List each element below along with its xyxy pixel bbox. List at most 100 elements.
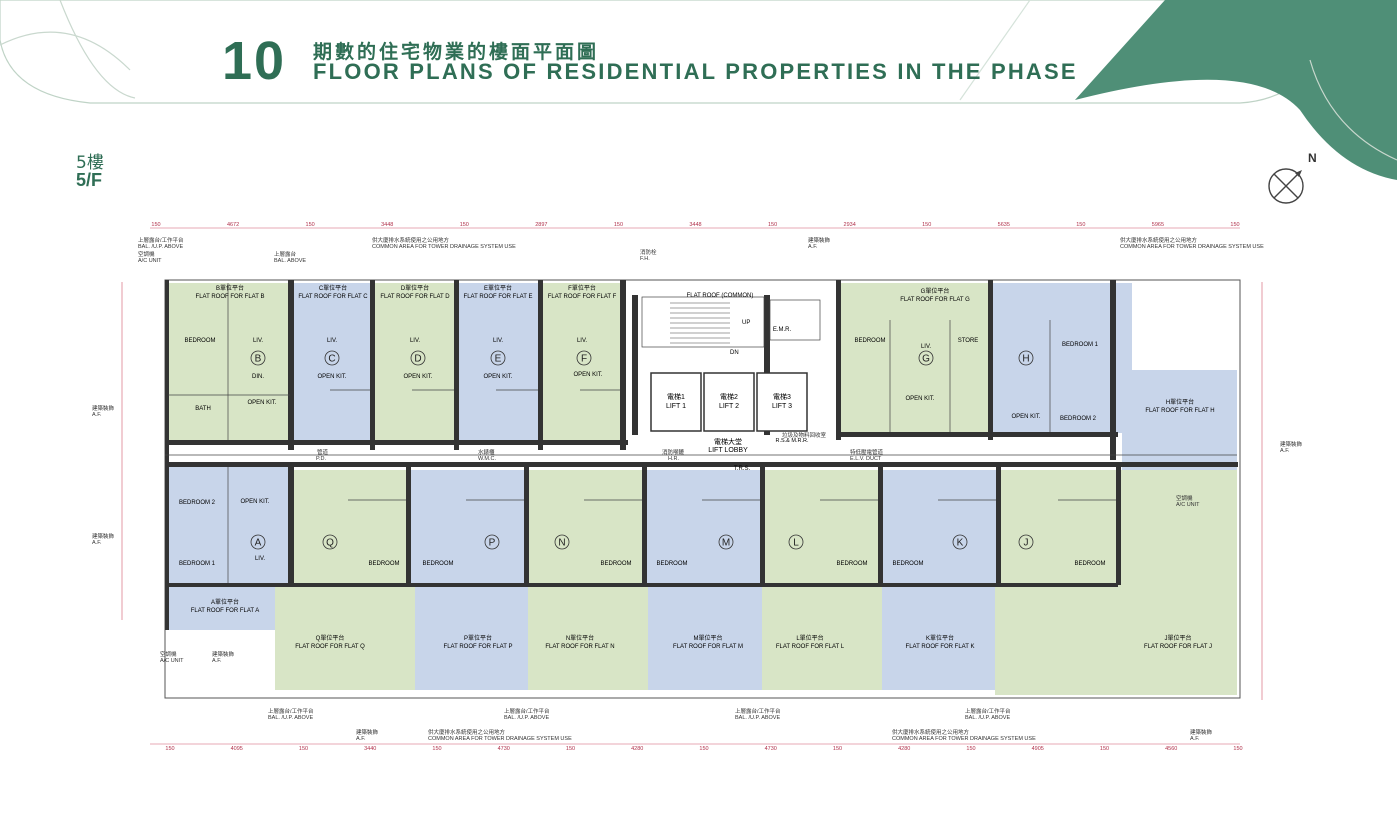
callout-ac-en-3: A/C UNIT — [1176, 502, 1200, 508]
room-store-g: STORE — [958, 338, 979, 344]
top-dims-value: 150 — [306, 222, 315, 228]
room-liv-g: LIV. — [921, 344, 931, 350]
callout-wmc-en: W.M.C. — [478, 456, 496, 462]
room-bedroom-n: BEDROOM — [600, 561, 631, 567]
callout-ac-zh-3: 空調機 — [1176, 494, 1193, 502]
callout-wmc-zh: 水錶櫃 — [478, 448, 495, 456]
svg-text:H: H — [1022, 354, 1029, 365]
room-liv-a: LIV. — [255, 556, 265, 562]
callout-af-en-7: A.F. — [1280, 448, 1290, 454]
flat-roof-k-en: FLAT ROOF FOR FLAT K — [906, 644, 975, 650]
flat-roof-n-en: FLAT ROOF FOR FLAT N — [545, 644, 614, 650]
flat-roof-p-zh: P單位平台 — [464, 634, 492, 642]
callout-bal-above-zh: 上層露台 — [274, 250, 297, 258]
callout-pd-zh: 管道 — [317, 448, 329, 456]
callout-bal-zh-2: 上層露台/工作平台 — [268, 707, 314, 715]
flat-roof-d-en: FLAT ROOF FOR FLAT D — [380, 294, 450, 300]
svg-text:M: M — [722, 538, 730, 549]
bottom-dims-value: 4905 — [1032, 746, 1044, 752]
svg-text:P: P — [489, 538, 496, 549]
lift-3-en: LIFT 3 — [772, 403, 792, 410]
unit-j-label: J — [1018, 534, 1034, 550]
room-bedroom-j: BEDROOM — [1074, 561, 1105, 567]
callout-common-zh-4: 供大廈排水系統使用之公用地方 — [892, 728, 970, 736]
callout-ac-zh-1: 空調機 — [138, 250, 155, 258]
lift-1-zh: 電梯1 — [667, 392, 685, 401]
svg-text:F: F — [581, 354, 587, 365]
trs-label: T.R.S. — [734, 466, 751, 472]
callout-common-zh-1: 供大廈排水系統使用之公用地方 — [372, 236, 450, 244]
bottom-dims-value: 150 — [432, 746, 441, 752]
room-kit-e: OPEN KIT. — [483, 374, 512, 380]
room-kit-c: OPEN KIT. — [317, 374, 346, 380]
bottom-dims-value: 150 — [165, 746, 174, 752]
flat-roof-f-en: FLAT ROOF FOR FLAT F — [548, 294, 617, 300]
callout-af-zh-3: 建築裝飾 — [92, 532, 115, 540]
flat-roof-n-zh: N單位平台 — [566, 634, 594, 642]
bottom-dims-value: 150 — [833, 746, 842, 752]
top-dims-value: 150 — [768, 222, 777, 228]
callout-common-zh-3: 供大廈排水系統使用之公用地方 — [428, 728, 506, 736]
callout-bal-en-2: BAL. /U.P. ABOVE — [268, 715, 313, 721]
callout-common-en-4: COMMON AREA FOR TOWER DRAINAGE SYSTEM US… — [892, 736, 1036, 742]
room-bedroom-l: BEDROOM — [836, 561, 867, 567]
unit-e-label: E — [490, 350, 506, 366]
bottom-dims-value: 150 — [1100, 746, 1109, 752]
room-bedroom-b: BEDROOM — [184, 338, 215, 344]
room-bedroom-m: BEDROOM — [656, 561, 687, 567]
unit-h-label: H — [1018, 350, 1034, 366]
callout-common-zh-2: 供大廈排水系統使用之公用地方 — [1120, 236, 1198, 244]
north-label: N — [1308, 151, 1317, 165]
unit-n-label: N — [554, 534, 570, 550]
bottom-dims-value: 4730 — [498, 746, 510, 752]
room-bedroom-q: BEDROOM — [368, 561, 399, 567]
flat-roof-fills — [168, 585, 1237, 695]
callout-ac-en-2: A/C UNIT — [160, 658, 184, 664]
unit-b-label: B — [250, 350, 266, 366]
unit-k-label: K — [952, 534, 968, 550]
stair-dn-label: DN — [730, 350, 739, 356]
header-decoration — [0, 0, 1397, 180]
lift-3-zh: 電梯3 — [773, 392, 791, 401]
svg-text:L: L — [793, 538, 799, 549]
dimension-lines — [121, 227, 1263, 745]
room-kit-f: OPEN KIT. — [573, 372, 602, 378]
callout-fh-zh: 消防栓 — [640, 248, 657, 256]
stair-up-label: UP — [742, 320, 750, 326]
section-number: 10 — [222, 31, 287, 91]
callout-bal-zh-4: 上層露台/工作平台 — [735, 707, 781, 715]
callout-bal-en-4: BAL. /U.P. ABOVE — [735, 715, 780, 721]
svg-text:B: B — [255, 354, 262, 365]
callouts: 上層露台/工作平台 BAL. /U.P. ABOVE 空調機 A/C UNIT … — [92, 236, 1303, 742]
callout-bal-zh-1: 上層露台/工作平台 — [138, 236, 184, 244]
lift-lobby-zh: 電梯大堂 — [714, 437, 742, 446]
callout-common-en-2: COMMON AREA FOR TOWER DRAINAGE SYSTEM US… — [1120, 244, 1264, 250]
bottom-dims-value: 3440 — [364, 746, 376, 752]
flat-roof-b-zh: B單位平台 — [216, 284, 244, 292]
flat-roof-j-en: FLAT ROOF FOR FLAT J — [1144, 644, 1212, 650]
flat-roof-h-en: FLAT ROOF FOR FLAT H — [1145, 408, 1214, 414]
callout-af-en-2: A.F. — [92, 412, 102, 418]
callout-bal-zh-3: 上層露台/工作平台 — [504, 707, 550, 715]
bottom-dims-value: 150 — [299, 746, 308, 752]
unit-m-label: M — [718, 534, 734, 550]
room-bed2-h: BEDROOM 2 — [1060, 416, 1097, 422]
room-liv-d: LIV. — [410, 338, 420, 344]
room-bath-b: BATH — [195, 406, 211, 412]
floor-label-zh: 5樓 — [76, 153, 104, 173]
callout-af-zh-2: 建築裝飾 — [92, 404, 115, 412]
room-liv-e: LIV. — [493, 338, 503, 344]
callout-af-zh-4: 建築裝飾 — [212, 650, 235, 658]
flat-roof-d-zh: D單位平台 — [401, 284, 429, 292]
svg-text:Q: Q — [326, 538, 334, 549]
flat-roof-q-en: FLAT ROOF FOR FLAT Q — [295, 644, 365, 650]
lift-2-zh: 電梯2 — [720, 392, 738, 401]
callout-af-zh-6: 建築裝飾 — [1190, 728, 1213, 736]
callout-ac-en-1: A/C UNIT — [138, 258, 162, 264]
top-dims-value: 3448 — [381, 222, 393, 228]
bottom-dims-value: 150 — [566, 746, 575, 752]
room-bed2-a: BEDROOM 2 — [179, 500, 216, 506]
flat-roof-c-zh: C單位平台 — [319, 284, 347, 292]
